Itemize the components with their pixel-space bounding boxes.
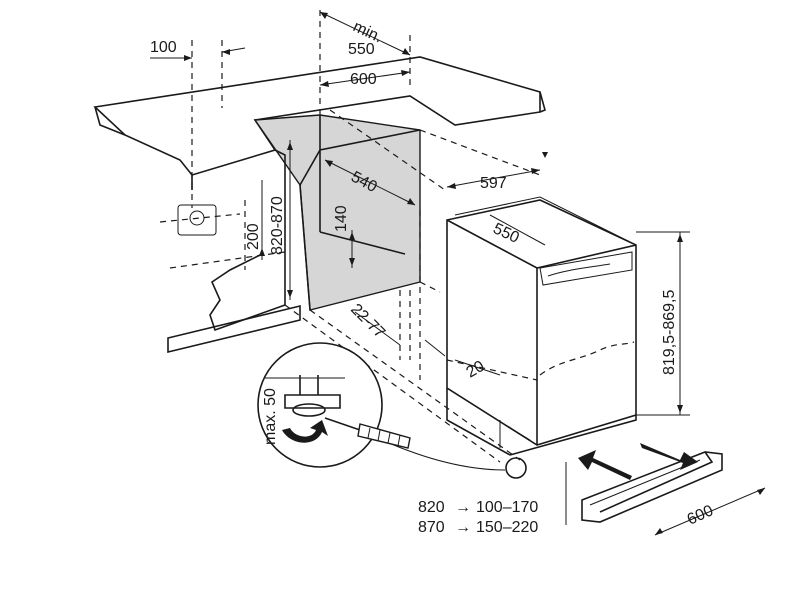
plinth-row-1-arrow: → (455, 499, 471, 516)
appliance-width-label: 597 (480, 175, 507, 192)
depth-min-label: 550 (348, 41, 375, 58)
projection-lines (191, 10, 541, 463)
socket-height-label: 200 (245, 223, 262, 250)
appliance (446, 196, 637, 479)
niche-width-label: 600 (350, 71, 377, 88)
plinth-row-2-arrow: → (455, 519, 471, 536)
pull-arrow-icon (578, 450, 632, 480)
plinth-depth-label: 600 (685, 502, 716, 528)
socket-box (177, 204, 217, 236)
rotate-arrow-icon (282, 420, 328, 443)
offset-100-label: 100 (150, 39, 177, 56)
countertop (93, 56, 546, 176)
plinth-range-label: 22-77 (347, 301, 388, 342)
dimension-lines (150, 11, 766, 536)
plinth-row-1-height: 820 (418, 499, 445, 516)
max-adjust-label: max. 50 (262, 388, 279, 445)
plinth-row-2-height: 870 (418, 519, 445, 536)
appliance-height-label: 819,5-869,5 (661, 289, 678, 375)
plinth-row-1-range: 100–170 (476, 499, 538, 516)
push-arrow-icon (640, 443, 698, 470)
niche-height-label: 820-870 (269, 196, 286, 255)
plinth-panel (581, 451, 723, 523)
plinth-row-2-range: 150–220 (476, 519, 538, 536)
screwdriver-icon (324, 417, 411, 449)
vent-height-label: 140 (333, 205, 350, 232)
door-gap-label: 20 (464, 358, 488, 382)
plinth-table: 820 → 100–170 870 → 150–220 (418, 499, 538, 536)
adjustable-foot (505, 457, 527, 479)
